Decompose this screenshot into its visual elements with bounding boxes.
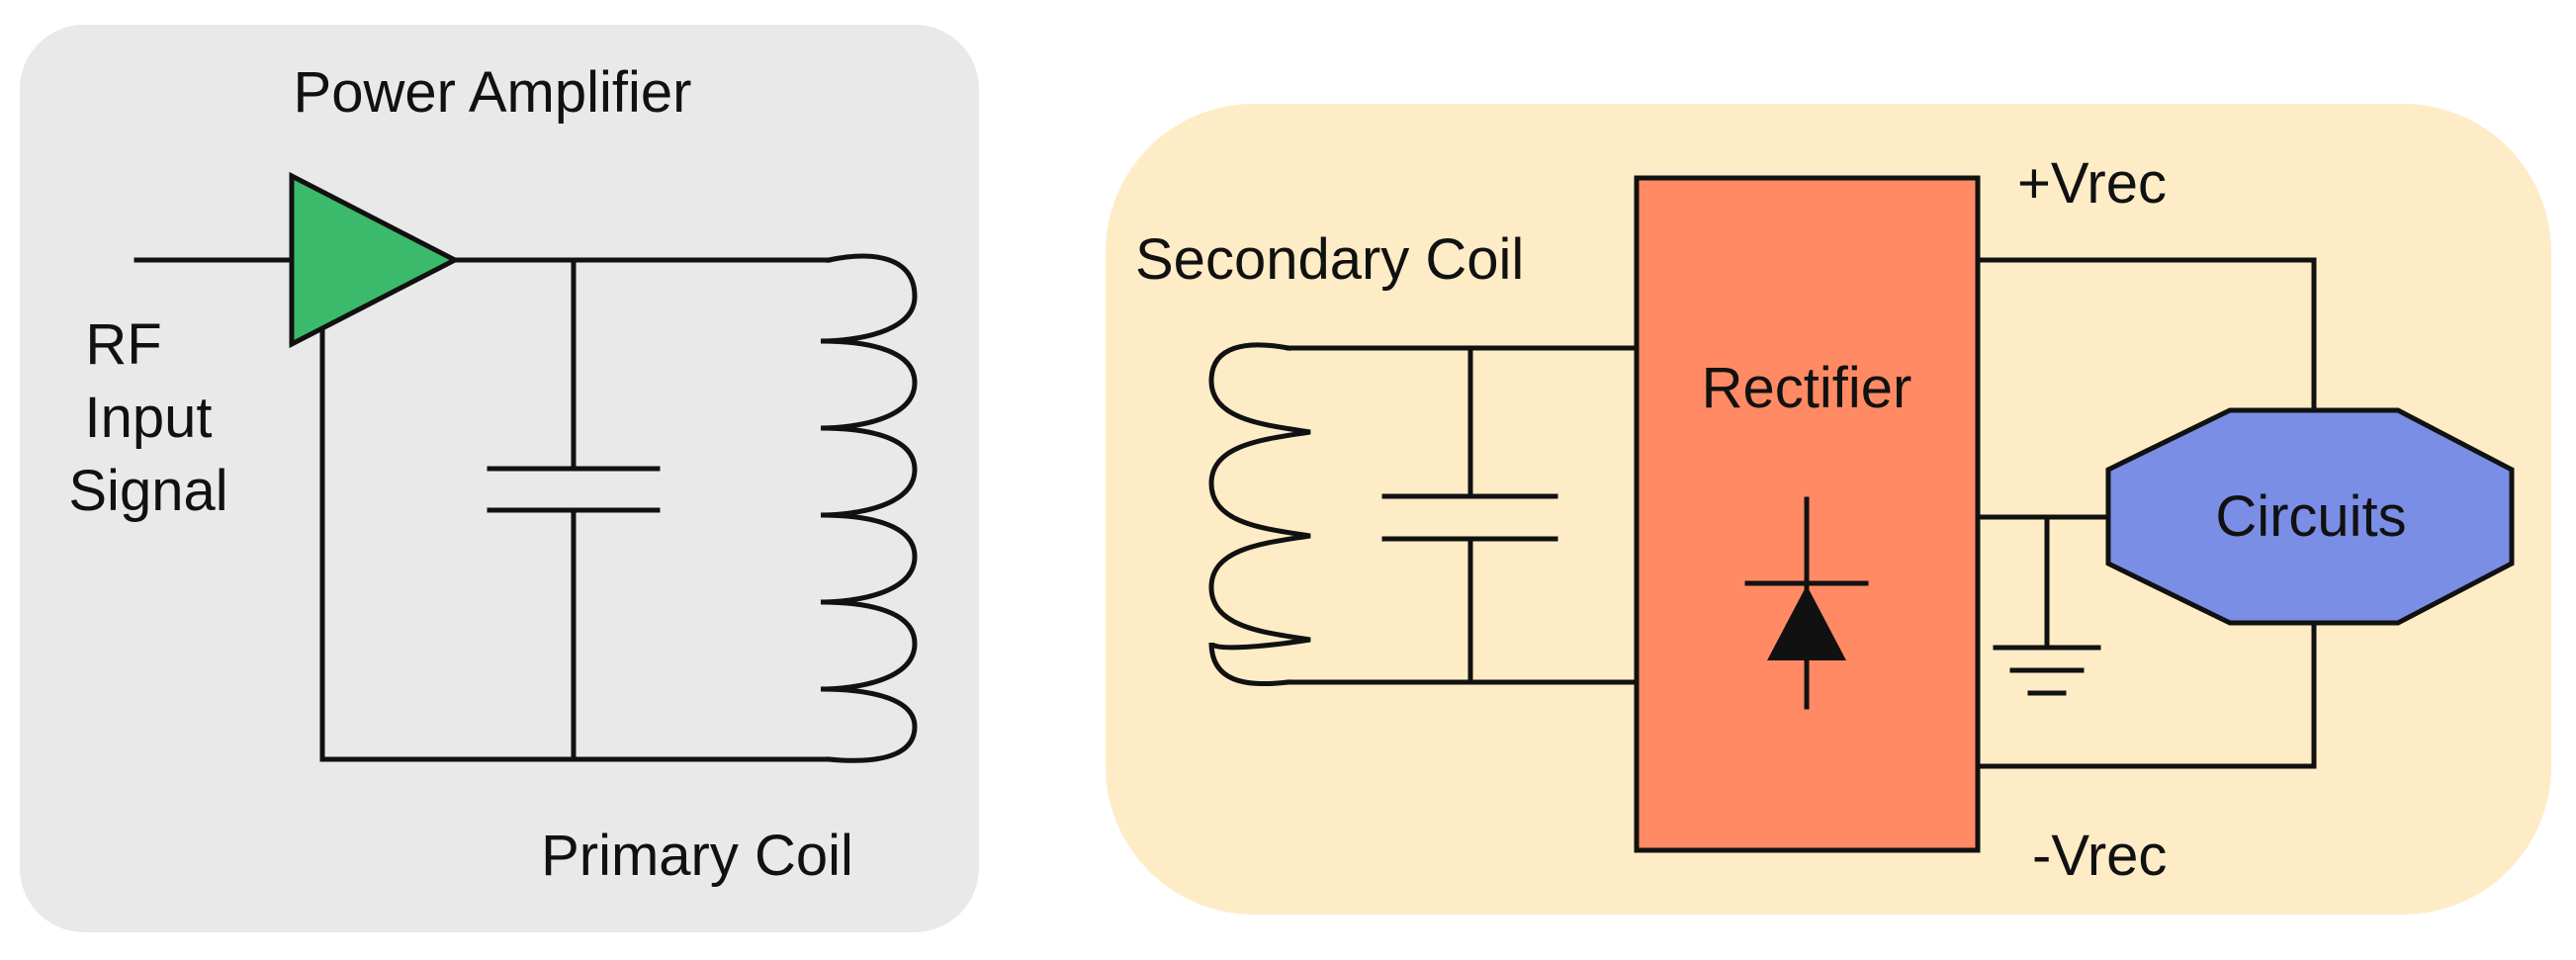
transmitter-capacitor (487, 257, 661, 762)
power-amplifier-triangle (289, 171, 461, 349)
rf-input-label-line1: RF (85, 312, 161, 377)
diode-icon (1744, 496, 1869, 710)
plus-vrec-label: +Vrec (2017, 151, 2167, 216)
primary-coil (820, 253, 918, 763)
receiver-panel: Secondary Coil Rectifier +Vrec (1106, 104, 2551, 915)
rectifier-label: Rectifier (1702, 356, 1912, 420)
rf-input-label-line3: Signal (68, 459, 227, 523)
minus-vrec-label: -Vrec (2032, 824, 2167, 888)
rf-input-label-line2: Input (85, 386, 213, 450)
receiver-capacitor (1381, 345, 1558, 685)
secondary-coil-label: Secondary Coil (1135, 227, 1524, 292)
circuits-label: Circuits (2215, 484, 2406, 549)
primary-coil-label: Primary Coil (541, 824, 853, 888)
transmitter-panel: Power Amplifier RF Input Signal Primary … (20, 25, 979, 932)
transmitter-background (20, 25, 979, 932)
ground-icon (1993, 514, 2101, 696)
circuits-block (2105, 407, 2515, 626)
secondary-coil (1208, 342, 1311, 687)
power-amplifier-label: Power Amplifier (294, 60, 692, 125)
